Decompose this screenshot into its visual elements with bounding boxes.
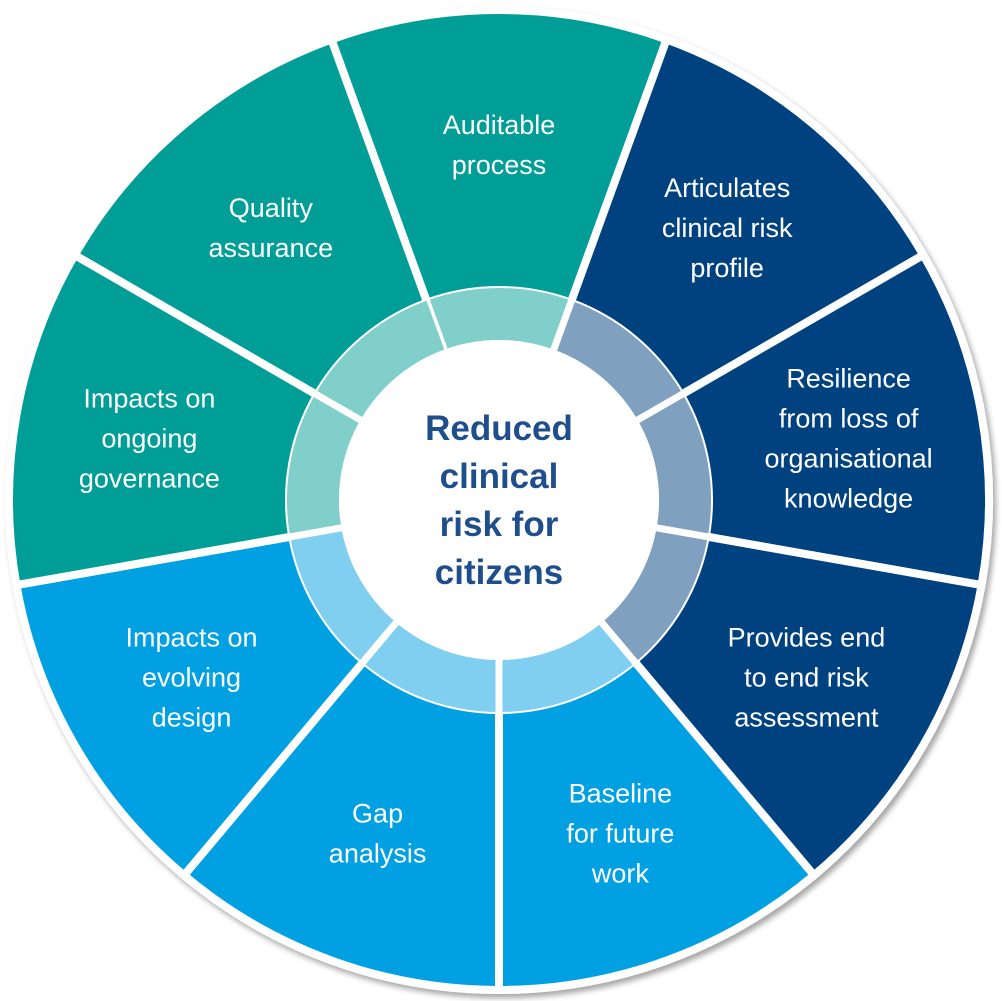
segment-label-line: ongoing <box>101 423 197 453</box>
segment-label-line: Provides end <box>728 623 886 653</box>
ring-segment-7 <box>287 394 361 537</box>
segment-label: Gap analysis <box>329 799 427 869</box>
segment-label-line: for future <box>566 819 674 849</box>
segment-label: Baseline for future work <box>566 779 674 889</box>
center-circle <box>339 340 659 660</box>
segment-label-line: Impacts on <box>126 623 258 653</box>
inner-ring <box>15 38 983 990</box>
segment-label: Impacts on ongoing governance <box>79 383 220 493</box>
separator-line <box>328 38 448 351</box>
segment-label-line: work <box>591 859 650 889</box>
separator-line <box>599 620 817 878</box>
segment-label-line: evolving <box>142 663 241 693</box>
center-title: Reduced clinical risk for citizens <box>425 409 573 592</box>
segment-label-line: governance <box>79 463 220 493</box>
ring-segment-0 <box>426 288 572 350</box>
segment-label-line: Quality <box>229 193 314 223</box>
segment-label-line: Articulates <box>664 173 790 203</box>
separator-line <box>635 251 926 424</box>
ring-segment-6 <box>290 527 397 663</box>
segment-label-line: Impacts on <box>83 383 215 413</box>
separator-line <box>550 38 670 351</box>
ring-segment-4 <box>499 622 636 712</box>
ring-segment-1 <box>553 300 683 420</box>
center-title-line: risk for <box>440 505 559 544</box>
segment-label-line: knowledge <box>784 483 913 513</box>
ring-segment-2 <box>637 394 711 537</box>
segment-label: Resilience from loss of organisational know… <box>765 363 933 513</box>
segment-label-line: design <box>152 703 232 733</box>
segment-label-line: from loss of <box>779 403 919 433</box>
segment-label-line: organisational <box>765 443 933 473</box>
segment-label-line: profile <box>690 253 764 283</box>
segment-label: Articulates clinical risk profile <box>662 173 793 283</box>
segment-label-line: clinical risk <box>662 213 793 243</box>
segment-label: Impacts on evolving design <box>126 623 258 733</box>
segment-label: Quality assurance <box>209 193 334 263</box>
segment-label-line: process <box>452 150 547 180</box>
ring-segment-5 <box>362 622 499 712</box>
center-title-line: citizens <box>435 553 563 592</box>
separator-line <box>655 524 983 589</box>
segment-label-line: assurance <box>209 233 334 263</box>
segment-label-line: to end risk <box>744 663 869 693</box>
center-title-line: clinical <box>440 457 559 496</box>
separator-line <box>181 620 399 878</box>
separator-line <box>72 251 363 424</box>
segment-label-line: Auditable <box>443 110 556 140</box>
segment-label-line: Resilience <box>786 363 911 393</box>
ring-segment-3 <box>601 527 708 663</box>
segment-label-line: analysis <box>329 839 427 869</box>
segment-label: Auditable process <box>443 110 556 180</box>
segment-label-line: Gap <box>352 799 403 829</box>
segment-label-line: Baseline <box>569 779 673 809</box>
ring-segment-8 <box>315 300 445 420</box>
segment-label-line: assessment <box>734 703 879 733</box>
segment-label: Provides end to end risk assessment <box>728 623 886 733</box>
separator-line <box>15 524 343 589</box>
center-title-line: Reduced <box>425 409 573 448</box>
